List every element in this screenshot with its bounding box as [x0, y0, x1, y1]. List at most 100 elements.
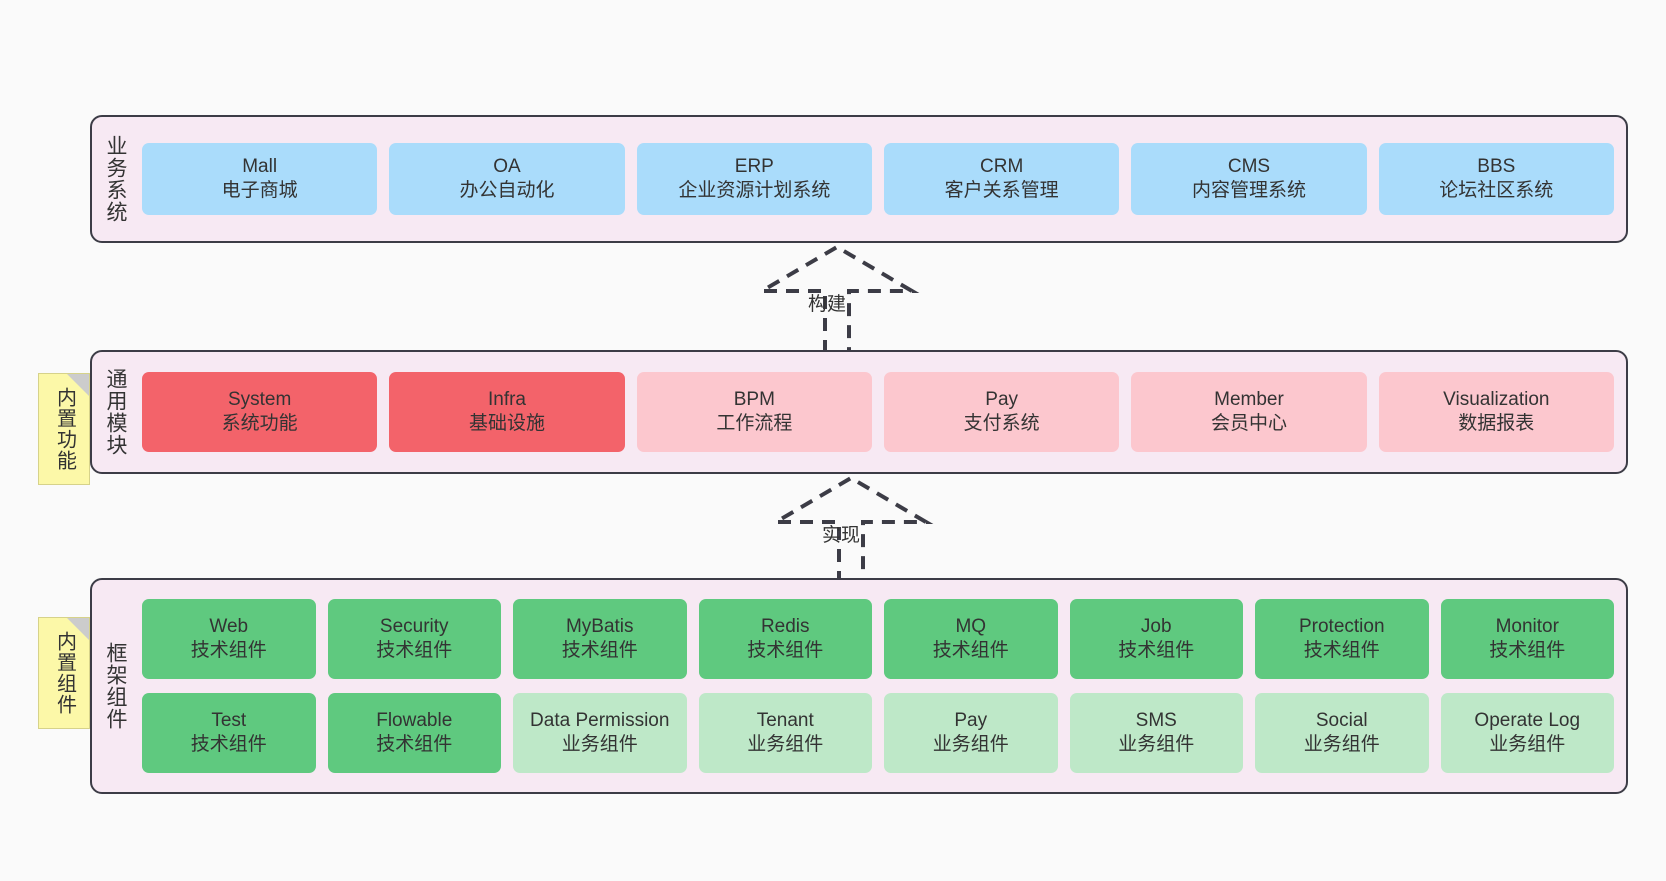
- note-builtin-functions: 内置功能: [38, 373, 90, 485]
- card-desc: 企业资源计划系统: [678, 180, 831, 201]
- card-title: Tenant: [756, 710, 814, 732]
- card-title: Redis: [760, 616, 810, 638]
- card-title: Social: [1315, 710, 1368, 732]
- card-mq[interactable]: MQ 技术组件: [884, 599, 1058, 679]
- card-desc: 系统功能: [221, 413, 298, 434]
- card-desc: 论坛社区系统: [1439, 180, 1554, 201]
- card-title: Visualization: [1443, 389, 1550, 411]
- card-row: Test 技术组件 Flowable 技术组件 Data Permission …: [142, 693, 1614, 773]
- card-title: ERP: [734, 156, 774, 178]
- note-fold-corner-icon: [67, 618, 89, 640]
- layer-business-system: 业务系统 Mall 电子商城 OA 办公自动化 ERP 企业资源计划系统 CRM…: [90, 115, 1628, 243]
- card-title: Mall: [242, 156, 278, 178]
- card-row: System 系统功能 Infra 基础设施 BPM 工作流程 Pay 支付系统…: [142, 372, 1614, 452]
- card-title: CMS: [1227, 156, 1271, 178]
- card-pay-module[interactable]: Pay 支付系统: [883, 372, 1120, 452]
- layer-framework-components: 框架组件 Web 技术组件 Security 技术组件 MyBatis 技术组件…: [90, 578, 1628, 794]
- card-title: Security: [379, 616, 449, 638]
- card-desc: 业务组件: [1118, 734, 1195, 755]
- card-crm[interactable]: CRM 客户关系管理: [883, 143, 1120, 215]
- card-system[interactable]: System 系统功能: [142, 372, 378, 452]
- connector-label-implement: 实现: [822, 525, 861, 546]
- card-test[interactable]: Test 技术组件: [142, 693, 316, 773]
- card-title: Web: [209, 616, 249, 638]
- card-desc: 会员中心: [1210, 413, 1287, 434]
- layer-title-business: 业务系统: [103, 135, 127, 223]
- card-desc: 基础设施: [468, 413, 545, 434]
- card-desc: 技术组件: [561, 640, 638, 661]
- card-title: Flowable: [376, 710, 453, 732]
- card-desc: 数据报表: [1458, 413, 1535, 434]
- card-sms[interactable]: SMS 业务组件: [1069, 693, 1243, 773]
- card-monitor[interactable]: Monitor 技术组件: [1440, 599, 1614, 679]
- card-title: Monitor: [1495, 616, 1559, 638]
- card-title: SMS: [1135, 710, 1177, 732]
- card-desc: 技术组件: [376, 640, 453, 661]
- layer-common-modules: 通用模块 System 系统功能 Infra 基础设施 BPM 工作流程 Pay…: [90, 350, 1628, 474]
- layer-title-framework: 框架组件: [103, 642, 127, 730]
- card-bpm[interactable]: BPM 工作流程: [636, 372, 872, 452]
- layer-body-framework: Web 技术组件 Security 技术组件 MyBatis 技术组件 Redi…: [138, 580, 1626, 792]
- card-desc: 技术组件: [1489, 640, 1566, 661]
- card-desc: 电子商城: [221, 180, 298, 201]
- card-mybatis[interactable]: MyBatis 技术组件: [513, 599, 687, 679]
- card-desc: 内容管理系统: [1191, 180, 1306, 201]
- card-data-permission[interactable]: Data Permission 业务组件: [513, 693, 687, 773]
- card-oa[interactable]: OA 办公自动化: [389, 143, 625, 215]
- card-row: Web 技术组件 Security 技术组件 MyBatis 技术组件 Redi…: [142, 599, 1614, 679]
- card-title: BBS: [1477, 156, 1516, 178]
- card-title: Pay: [985, 389, 1019, 411]
- card-desc: 客户关系管理: [944, 180, 1059, 201]
- card-desc: 办公自动化: [459, 180, 555, 201]
- card-visualization[interactable]: Visualization 数据报表: [1378, 372, 1614, 452]
- card-desc: 技术组件: [190, 734, 267, 755]
- card-desc: 技术组件: [1118, 640, 1195, 661]
- card-desc: 工作流程: [716, 413, 793, 434]
- card-title: MyBatis: [565, 616, 634, 638]
- card-desc: 技术组件: [932, 640, 1009, 661]
- card-mall[interactable]: Mall 电子商城: [142, 143, 378, 215]
- card-title: Operate Log: [1474, 710, 1581, 732]
- card-job[interactable]: Job 技术组件: [1069, 599, 1243, 679]
- connector-label-build: 构建: [808, 294, 847, 315]
- card-desc: 业务组件: [1303, 734, 1380, 755]
- card-tenant[interactable]: Tenant 业务组件: [698, 693, 872, 773]
- card-title: Data Permission: [530, 710, 670, 732]
- card-title: Pay: [954, 710, 988, 732]
- card-redis[interactable]: Redis 技术组件: [698, 599, 872, 679]
- card-cms[interactable]: CMS 内容管理系统: [1131, 143, 1367, 215]
- card-flowable[interactable]: Flowable 技术组件: [327, 693, 501, 773]
- card-title: Protection: [1298, 616, 1385, 638]
- card-title: Infra: [487, 389, 526, 411]
- card-title: Job: [1140, 616, 1172, 638]
- note-text: 内置组件: [53, 631, 76, 715]
- card-security[interactable]: Security 技术组件: [327, 599, 501, 679]
- card-desc: 业务组件: [747, 734, 824, 755]
- layer-title-modules: 通用模块: [103, 368, 127, 456]
- card-bbs[interactable]: BBS 论坛社区系统: [1378, 143, 1614, 215]
- card-title: MQ: [955, 616, 987, 638]
- card-infra[interactable]: Infra 基础设施: [389, 372, 625, 452]
- card-title: BPM: [733, 389, 775, 411]
- card-web[interactable]: Web 技术组件: [142, 599, 316, 679]
- card-desc: 业务组件: [561, 734, 638, 755]
- card-title: System: [227, 389, 292, 411]
- layer-body-modules: System 系统功能 Infra 基础设施 BPM 工作流程 Pay 支付系统…: [138, 352, 1626, 472]
- card-protection[interactable]: Protection 技术组件: [1255, 599, 1429, 679]
- card-desc: 技术组件: [1303, 640, 1380, 661]
- note-fold-corner-icon: [67, 374, 89, 396]
- card-pay-component[interactable]: Pay 业务组件: [884, 693, 1058, 773]
- note-builtin-components: 内置组件: [38, 617, 90, 729]
- card-desc: 技术组件: [190, 640, 267, 661]
- card-erp[interactable]: ERP 企业资源计划系统: [636, 143, 872, 215]
- note-text: 内置功能: [53, 387, 76, 471]
- card-title: CRM: [980, 156, 1024, 178]
- layer-body-business: Mall 电子商城 OA 办公自动化 ERP 企业资源计划系统 CRM 客户关系…: [138, 117, 1626, 241]
- card-operate-log[interactable]: Operate Log 业务组件: [1440, 693, 1614, 773]
- card-social[interactable]: Social 业务组件: [1255, 693, 1429, 773]
- card-desc: 支付系统: [963, 413, 1040, 434]
- card-row: Mall 电子商城 OA 办公自动化 ERP 企业资源计划系统 CRM 客户关系…: [142, 143, 1614, 215]
- card-title: OA: [493, 156, 521, 178]
- card-member[interactable]: Member 会员中心: [1131, 372, 1367, 452]
